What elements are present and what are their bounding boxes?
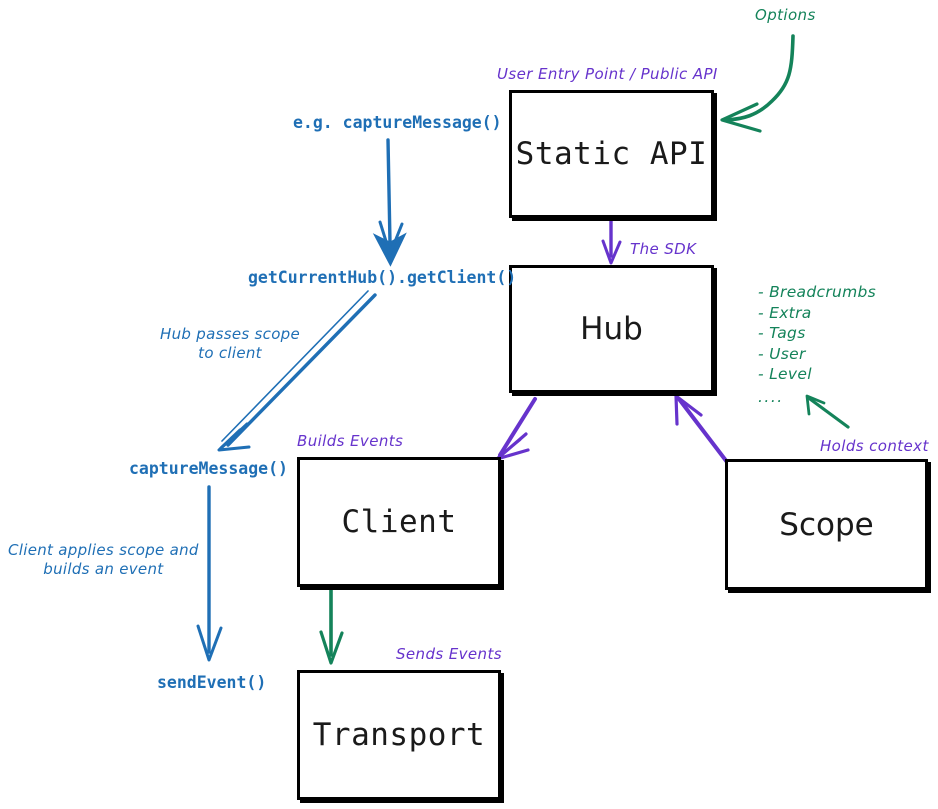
node-hub-label: Hub — [580, 311, 643, 347]
note-hub-passes-scope-line1: Hub passes scope — [160, 325, 301, 343]
label-capture-message: captureMessage() — [129, 459, 288, 478]
label-sends-events: Sends Events — [396, 645, 502, 663]
note-client-applies-scope: Client applies scope and builds an event — [8, 541, 199, 579]
note-hub-passes-scope-line2: to client — [198, 343, 262, 362]
node-static-api[interactable]: Static API — [509, 90, 714, 218]
label-user-entry-point: User Entry Point / Public API — [497, 65, 718, 83]
node-transport[interactable]: Transport — [297, 670, 501, 800]
arrow-options-to-static-api — [720, 34, 795, 133]
note-client-applies-scope-line1: Client applies scope and — [8, 541, 199, 559]
context-list-item: - Tags — [758, 324, 806, 343]
label-holds-context: Holds context — [820, 437, 929, 455]
arrow-client-applies-scope — [196, 485, 223, 662]
label-the-sdk: The SDK — [630, 240, 697, 258]
arrow-client-to-transport — [319, 588, 344, 665]
node-scope[interactable]: Scope — [725, 459, 928, 590]
note-client-applies-scope-line2: builds an event — [43, 559, 164, 578]
arrow-scope-to-hub — [674, 394, 729, 464]
node-transport-label: Transport — [312, 717, 486, 753]
context-list-item: - Breadcrumbs — [758, 283, 877, 301]
label-send-event: sendEvent() — [157, 673, 267, 692]
label-get-current-hub: getCurrentHub().getClient() — [248, 268, 517, 287]
context-list: - Breadcrumbs - Extra - Tags - User - Le… — [758, 282, 876, 408]
arrow-hub-passes-scope-to-client — [217, 290, 377, 452]
label-options: Options — [755, 6, 816, 24]
node-client-label: Client — [341, 504, 457, 540]
arrow-static-api-to-hub — [601, 218, 622, 265]
arrow-hub-to-client — [495, 397, 537, 461]
context-list-item: - Extra — [758, 303, 812, 322]
node-static-api-label: Static API — [515, 136, 708, 172]
node-hub[interactable]: Hub — [509, 265, 714, 393]
label-eg-capture-message: e.g. captureMessage() — [293, 113, 502, 132]
context-list-ellipsis: .... — [758, 388, 784, 407]
note-hub-passes-scope: Hub passes scope to client — [160, 325, 300, 363]
node-scope-label: Scope — [779, 506, 874, 543]
arrow-entry-to-hub-lookup — [372, 138, 407, 267]
node-client[interactable]: Client — [297, 457, 501, 587]
context-list-item: - User — [758, 344, 806, 363]
label-builds-events: Builds Events — [297, 432, 404, 450]
context-list-item: - Level — [758, 365, 812, 384]
